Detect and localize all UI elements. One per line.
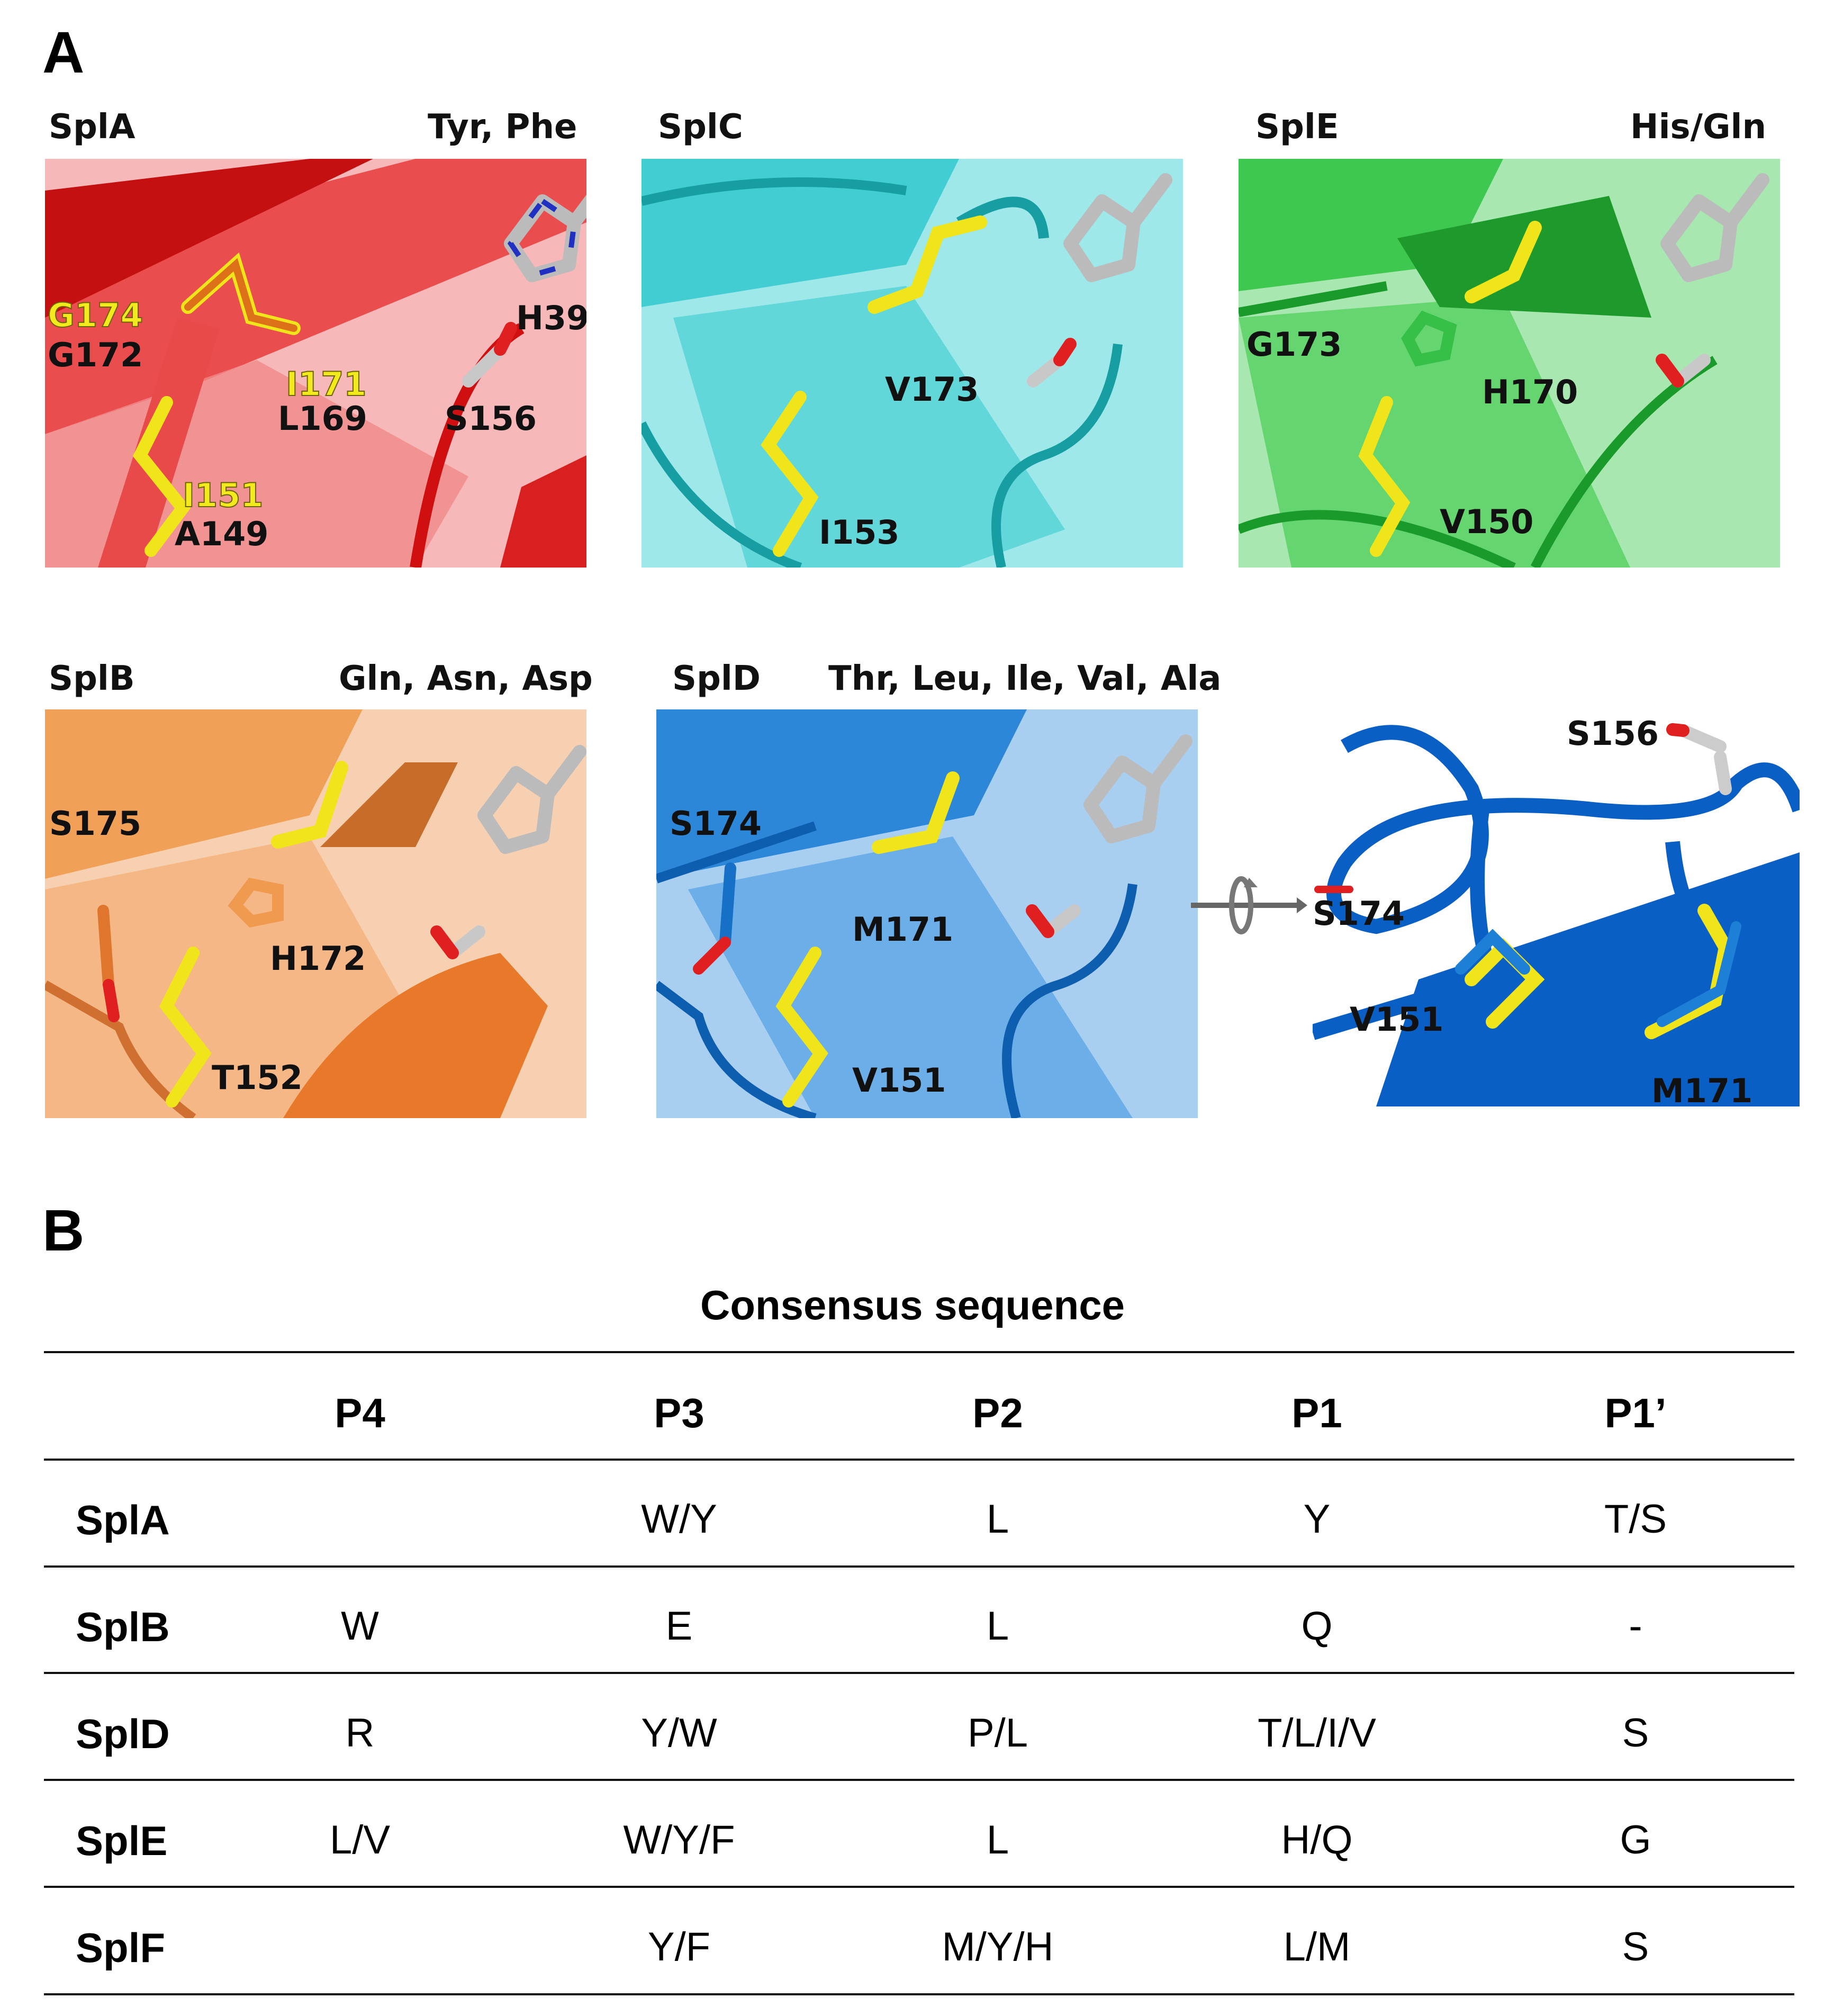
sple-label: SplE: [1255, 107, 1339, 147]
rotation-arrow-icon: [1186, 874, 1307, 942]
table-cell: S: [1622, 1924, 1649, 1969]
splb-res-t152: T152: [212, 1058, 303, 1097]
sple-res-v150: V150: [1440, 502, 1534, 541]
table-cell: M/Y/H: [942, 1924, 1054, 1969]
splb-res-s175: S175: [49, 804, 142, 843]
spld-label: SplD: [672, 659, 761, 698]
splb-structure: S175 H172 T152: [45, 709, 586, 1118]
spld-res-s174: S174: [670, 804, 762, 843]
spla-mut-i171: I171: [285, 365, 367, 403]
table-cell: H/Q: [1281, 1817, 1353, 1862]
spld-specificity: Thr, Leu, Ile, Val, Ala: [828, 659, 1222, 698]
splc-res-v173: V173: [885, 370, 979, 409]
spld-rot-res-m171: M171: [1651, 1072, 1753, 1107]
splb-res-h172: H172: [270, 939, 366, 978]
table-rule: [44, 1779, 1794, 1781]
spla-res-s156: S156: [445, 399, 537, 438]
table-cell: L: [986, 1604, 1009, 1649]
sple-res-g173: G173: [1246, 325, 1342, 364]
row-label-splb: SplB: [76, 1604, 170, 1650]
table-cell: W/Y: [641, 1497, 717, 1542]
table-cell: G: [1620, 1817, 1651, 1862]
table-cell: -: [1629, 1604, 1642, 1649]
splb-specificity: Gln, Asn, Asp: [339, 659, 593, 698]
spla-res-h39: H39: [516, 299, 586, 337]
spld-rot-res-s156: S156: [1567, 714, 1659, 753]
splc-structure: V173 I153: [642, 159, 1183, 568]
table-cell: T/L/I/V: [1258, 1711, 1376, 1756]
spld-res-m171: M171: [852, 910, 954, 949]
table-rule-top: [44, 1351, 1794, 1353]
row-label-spld: SplD: [76, 1711, 170, 1757]
panel-a-letter: A: [42, 20, 85, 85]
table-cell: L/V: [329, 1817, 391, 1862]
spla-structure: G174 G172 I171 L169 S156 I151 A149 H39: [45, 159, 586, 568]
table-rule: [44, 1886, 1794, 1888]
spld-structure: S174 M171 V151: [656, 709, 1198, 1118]
splc-res-i153: I153: [819, 513, 900, 552]
sple-structure: G173 H170 V150: [1239, 159, 1780, 568]
table-cell: Y/F: [647, 1924, 711, 1969]
splc-label: SplC: [658, 107, 743, 147]
table-cell: L/M: [1283, 1924, 1351, 1969]
consensus-title: Consensus sequence: [700, 1282, 1125, 1328]
col-header-p1-prime: P1’: [1604, 1390, 1667, 1436]
col-header-p1: P1: [1291, 1390, 1342, 1436]
row-label-sple: SplE: [76, 1817, 168, 1864]
spla-res-g172: G172: [48, 336, 143, 374]
table-cell: W/Y/F: [623, 1817, 735, 1862]
table-cell: L: [986, 1817, 1009, 1862]
table-cell: Q: [1301, 1604, 1333, 1649]
spla-res-a149: A149: [175, 515, 269, 553]
sple-specificity: His/Gln: [1630, 107, 1766, 147]
sple-res-h170: H170: [1482, 373, 1578, 411]
splb-label: SplB: [49, 659, 135, 698]
spld-rot-res-s174: S174: [1313, 894, 1405, 933]
table-rule: [44, 1672, 1794, 1674]
table-cell: Y: [1303, 1497, 1331, 1542]
spld-rotated-structure: S156 S174 V151 M171: [1313, 704, 1800, 1106]
table-cell: E: [665, 1604, 693, 1649]
table-rule: [44, 1565, 1794, 1568]
table-rule: [44, 1459, 1794, 1461]
table-cell: W: [341, 1604, 379, 1649]
col-header-p4: P4: [335, 1390, 385, 1436]
table-cell: R: [345, 1711, 375, 1756]
row-label-spla: SplA: [76, 1497, 170, 1543]
table-cell: S: [1622, 1711, 1649, 1756]
row-label-splf: SplF: [76, 1924, 165, 1971]
spld-res-v151: V151: [852, 1061, 946, 1100]
spla-res-l169: L169: [278, 399, 367, 438]
spld-rot-res-v151: V151: [1350, 1000, 1444, 1039]
panel-b-letter: B: [42, 1198, 85, 1263]
table-rule-bottom: [44, 1993, 1794, 1995]
spla-mut-g174: G174: [47, 296, 143, 335]
spla-label: SplA: [49, 107, 135, 147]
col-header-p3: P3: [654, 1390, 704, 1436]
table-cell: T/S: [1604, 1497, 1667, 1542]
table-cell: P/L: [967, 1711, 1028, 1756]
spla-specificity: Tyr, Phe: [428, 107, 577, 147]
table-cell: L: [986, 1497, 1009, 1542]
table-cell: Y/W: [641, 1711, 717, 1756]
spla-mut-i151: I151: [182, 476, 264, 515]
col-header-p2: P2: [972, 1390, 1023, 1436]
